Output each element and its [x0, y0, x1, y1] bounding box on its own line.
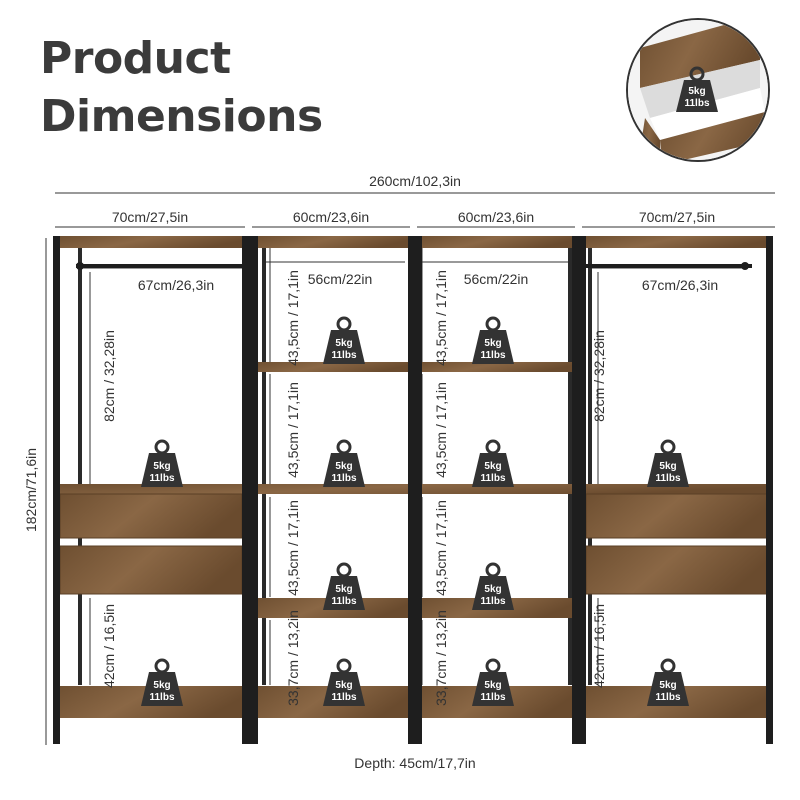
drawers-right: [585, 493, 769, 595]
svg-text:5kg: 5kg: [659, 461, 676, 472]
dimension-lines: [45, 192, 775, 745]
weight-icon: 5kg 11lbs: [141, 439, 183, 487]
svg-text:11lbs: 11lbs: [480, 596, 505, 607]
svg-text:5kg: 5kg: [335, 461, 352, 472]
svg-text:11lbs: 11lbs: [480, 692, 505, 703]
weight-icon: 5kg 11lbs: [472, 658, 514, 706]
bottom-shelf-gap-1: 33,7cm / 13,2in: [285, 610, 301, 706]
weight-lbs: 11lbs: [684, 98, 709, 109]
rod-width-left: 67cm/26,3in: [138, 277, 214, 293]
drawer-detail-inset: 5kg 11lbs: [626, 18, 770, 162]
dimension-labels: 260cm/102,3in 70cm/27,5in 60cm/23,6in 60…: [23, 173, 718, 771]
weight-icon: 5kg 11lbs: [323, 316, 365, 364]
shelf-gap-1b: 43,5cm / 17,1in: [285, 382, 301, 478]
svg-text:5kg: 5kg: [153, 461, 170, 472]
svg-text:5kg: 5kg: [484, 338, 501, 349]
section-width-1: 70cm/27,5in: [112, 209, 188, 225]
section-width-4: 70cm/27,5in: [639, 209, 715, 225]
svg-text:5kg: 5kg: [484, 680, 501, 691]
svg-text:5kg: 5kg: [335, 584, 352, 595]
svg-text:5kg: 5kg: [335, 680, 352, 691]
weight-icon: 5kg 11lbs: [141, 658, 183, 706]
svg-text:11lbs: 11lbs: [655, 473, 680, 484]
svg-text:11lbs: 11lbs: [149, 692, 174, 703]
title-line-1: Product: [40, 33, 231, 84]
bottom-shelf-gap-2: 33,7cm / 13,2in: [433, 610, 449, 706]
svg-text:11lbs: 11lbs: [331, 350, 356, 361]
section-width-2: 60cm/23,6in: [293, 209, 369, 225]
svg-text:5kg: 5kg: [659, 680, 676, 691]
weight-icon: 5kg 11lbs: [647, 658, 689, 706]
shelf-gap-2c: 43,5cm / 17,1in: [433, 500, 449, 596]
shelf-gap-2b: 43,5cm / 17,1in: [433, 382, 449, 478]
inner-width-center-left: 56cm/22in: [308, 271, 373, 287]
svg-text:11lbs: 11lbs: [331, 692, 356, 703]
weight-icon: 5kg 11lbs: [472, 316, 514, 364]
svg-text:5kg: 5kg: [153, 680, 170, 691]
weight-icon: 5kg 11lbs: [676, 66, 718, 112]
section-width-3: 60cm/23,6in: [458, 209, 534, 225]
drawers-left: [59, 493, 243, 595]
svg-text:11lbs: 11lbs: [655, 692, 680, 703]
weight-badges: 5kg 11lbs 5kg 11lbs 5kg 11lbs 5kg 11lbs …: [141, 316, 689, 706]
weight-icon: 5kg 11lbs: [647, 439, 689, 487]
svg-text:11lbs: 11lbs: [480, 473, 505, 484]
weight-icon: 5kg 11lbs: [323, 562, 365, 610]
inner-width-center-right: 56cm/22in: [464, 271, 529, 287]
page-title: Product Dimensions: [40, 30, 323, 146]
depth-label: Depth: 45cm/17,7in: [354, 755, 475, 771]
bottom-gap-left: 42cm / 16,5in: [101, 604, 117, 688]
hang-height-left: 82cm / 32,28in: [101, 330, 117, 422]
shelving-unit: [53, 236, 773, 744]
rod-width-right: 67cm/26,3in: [642, 277, 718, 293]
svg-text:5kg: 5kg: [484, 461, 501, 472]
total-height-label: 182cm/71,6in: [23, 448, 39, 532]
shelf-gap-1a: 43,5cm / 17,1in: [285, 270, 301, 366]
title-line-2: Dimensions: [40, 91, 323, 142]
weight-icon: 5kg 11lbs: [472, 562, 514, 610]
svg-text:11lbs: 11lbs: [331, 596, 356, 607]
total-width-label: 260cm/102,3in: [369, 173, 461, 189]
weight-icon: 5kg 11lbs: [323, 658, 365, 706]
bottom-gap-right: 42cm / 16,5in: [591, 604, 607, 688]
hang-height-right: 82cm / 32,28in: [591, 330, 607, 422]
svg-text:5kg: 5kg: [335, 338, 352, 349]
weight-icon: 5kg 11lbs: [472, 439, 514, 487]
shelf-gap-1c: 43,5cm / 17,1in: [285, 500, 301, 596]
svg-text:11lbs: 11lbs: [149, 473, 174, 484]
weight-icon: 5kg 11lbs: [323, 439, 365, 487]
shelf-gap-2a: 43,5cm / 17,1in: [433, 270, 449, 366]
svg-text:5kg: 5kg: [484, 584, 501, 595]
svg-text:11lbs: 11lbs: [480, 350, 505, 361]
weight-kg: 5kg: [688, 86, 705, 97]
svg-text:11lbs: 11lbs: [331, 473, 356, 484]
